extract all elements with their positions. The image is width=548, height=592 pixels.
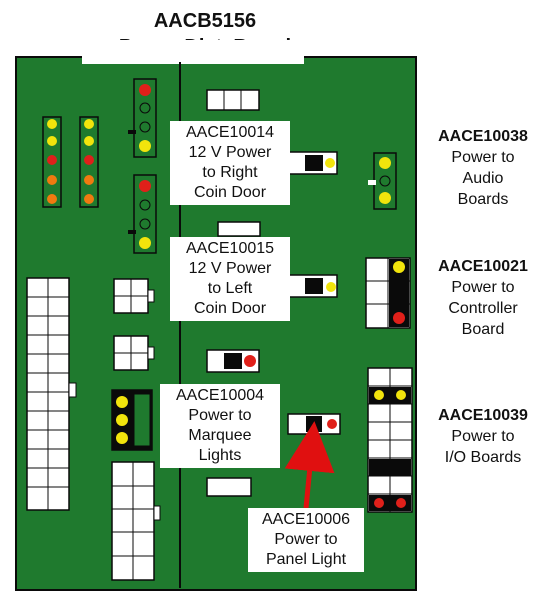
- label-aace10021-line2: Controller: [448, 300, 518, 317]
- label-aace10038: AACE10038 Power to Audio Boards: [424, 126, 542, 210]
- connector-aace10014: [288, 151, 338, 175]
- label-aace10021-line3: Board: [461, 321, 505, 338]
- label-aace10006-line1: Power to: [274, 531, 338, 548]
- led-strip-left-2: [79, 116, 99, 208]
- label-aace10021: AACE10021 Power to Controller Board: [424, 256, 542, 340]
- label-aace10039-line1: Power to: [451, 428, 515, 445]
- label-aace10006: AACE10006 Power to Panel Light: [248, 508, 364, 572]
- label-aace10004-code: AACE10004: [175, 387, 265, 404]
- label-aace10004-line2: Marquee: [188, 427, 252, 444]
- connector-aace10038: [368, 152, 397, 210]
- led-strip-left-1: [42, 116, 62, 208]
- label-aace10015: AACE10015 12 V Power to Left Coin Door: [170, 237, 290, 321]
- connector-aace10021: [365, 257, 411, 329]
- connector-left-mid-1: [113, 278, 155, 314]
- connector-left-mid-2: [113, 335, 155, 371]
- label-aace10021-line1: Power to: [451, 279, 515, 296]
- label-aace10006-code: AACE10006: [261, 511, 351, 528]
- label-aace10015-code: AACE10015: [185, 240, 275, 257]
- pointer-arrow: [284, 421, 335, 509]
- connector-bottom-left: [111, 461, 161, 581]
- label-aace10015-line3: Coin Door: [193, 300, 267, 317]
- connector-under-10014: [217, 221, 261, 237]
- label-aace10006-line2: Panel Light: [265, 551, 347, 568]
- board-part-number: AACB5156: [153, 10, 257, 32]
- label-aace10014-line3: Coin Door: [193, 184, 267, 201]
- connector-top-center: [206, 89, 260, 111]
- label-aace10014-code: AACE10014: [185, 124, 275, 141]
- connector-center-red: [206, 349, 260, 373]
- label-aace10039-line2: I/O Boards: [444, 449, 522, 466]
- title-backdrop: [82, 40, 304, 64]
- label-aace10038-line2: Audio: [462, 170, 504, 187]
- label-aace10038-line1: Power to: [451, 149, 515, 166]
- led-strip-center-top: [128, 78, 157, 158]
- label-aace10039: AACE10039 Power to I/O Boards: [424, 405, 542, 468]
- label-aace10038-line3: Boards: [457, 191, 509, 208]
- label-aace10015-line1: 12 V Power: [188, 260, 272, 277]
- label-aace10038-code: AACE10038: [438, 128, 528, 145]
- led-strip-center-mid: [128, 174, 157, 254]
- label-aace10004: AACE10004 Power to Marquee Lights: [160, 384, 280, 468]
- connector-aace10015: [288, 274, 338, 298]
- connector-aace10006: [287, 413, 341, 435]
- label-aace10014-line1: 12 V Power: [188, 144, 272, 161]
- connector-main-power: [26, 277, 77, 511]
- connector-marquee-leds: [111, 389, 153, 451]
- label-aace10039-code: AACE10039: [438, 407, 528, 424]
- label-aace10014-line2: to Right: [202, 164, 258, 181]
- label-aace10004-line3: Lights: [198, 447, 242, 464]
- connector-under-10004: [206, 477, 252, 497]
- label-aace10015-line2: to Left: [207, 280, 253, 297]
- label-aace10021-code: AACE10021: [438, 258, 528, 275]
- connector-aace10039: [367, 367, 413, 513]
- label-aace10014: AACE10014 12 V Power to Right Coin Door: [170, 121, 290, 205]
- label-aace10004-line1: Power to: [188, 407, 252, 424]
